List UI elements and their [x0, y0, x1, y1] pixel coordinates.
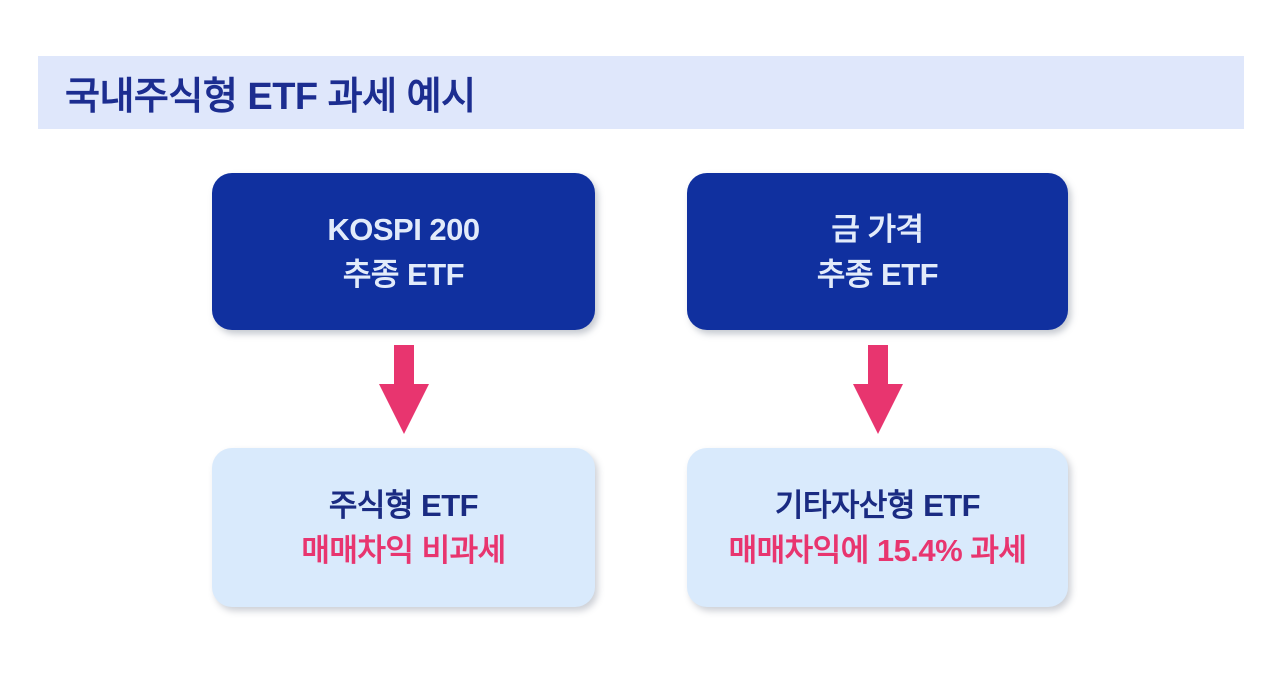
page-title: 국내주식형 ETF 과세 예시: [65, 76, 476, 118]
result-box-other-asset-etf-line2: 매매차익에 15.4% 과세: [729, 528, 1027, 573]
result-line2-prefix: 매매차익에: [728, 532, 877, 568]
source-box-kospi-line2: 추종 ETF: [342, 256, 465, 292]
result-line2-highlight: 비과세: [421, 532, 507, 568]
flow-column-kospi: KOSPI 200 추종 ETF 주식형 ETF 매매차익 비과세: [212, 173, 595, 607]
source-box-gold: 금 가격 추종 ETF: [687, 173, 1068, 330]
result-line2-highlight: 15.4% 과세: [876, 532, 1027, 568]
title-band: 국내주식형 ETF 과세 예시: [38, 56, 1244, 129]
result-box-stock-etf-line1: 주식형 ETF: [328, 487, 479, 523]
source-box-kospi: KOSPI 200 추종 ETF: [212, 173, 595, 330]
source-box-gold-line2: 추종 ETF: [816, 256, 939, 292]
flow-column-gold: 금 가격 추종 ETF 기타자산형 ETF 매매차익에 15.4% 과세: [687, 173, 1068, 607]
result-box-other-asset-etf: 기타자산형 ETF 매매차익에 15.4% 과세: [687, 448, 1068, 607]
down-arrow-icon: [378, 345, 429, 434]
source-box-kospi-line1: KOSPI 200: [327, 211, 480, 247]
source-box-gold-line1: 금 가격: [831, 211, 924, 247]
result-box-stock-etf-line2: 매매차익 비과세: [301, 528, 507, 573]
result-box-stock-etf: 주식형 ETF 매매차익 비과세: [212, 448, 595, 607]
result-box-other-asset-etf-line1: 기타자산형 ETF: [774, 487, 981, 523]
down-arrow-icon: [852, 345, 903, 434]
result-line2-prefix: 매매차익: [301, 532, 422, 568]
